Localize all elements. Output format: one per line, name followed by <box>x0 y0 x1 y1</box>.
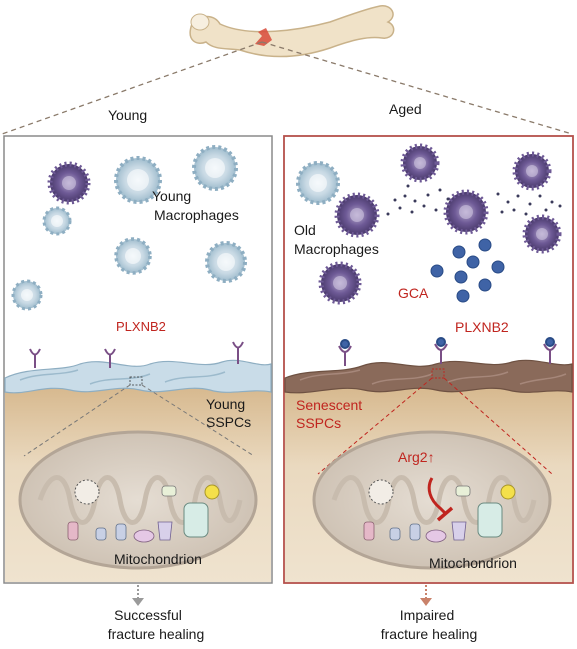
activated-macrophage-cell <box>47 161 91 205</box>
aged-sspc-layer <box>284 359 573 394</box>
old-macrophages-group <box>296 143 562 305</box>
gca-particles <box>430 238 505 303</box>
old-macrophage-cell <box>400 143 440 183</box>
young-sspc-label-line1: Young <box>206 396 246 412</box>
femur-bone-illustration <box>189 5 395 58</box>
aged-mitochondrion <box>312 430 552 570</box>
aged-outcome-arrow <box>420 585 432 606</box>
senescent-sspc-label-line2: SSPCs <box>296 415 342 431</box>
old-macrophages-label-line2: Macrophages <box>294 241 379 257</box>
inhibition-arrow <box>427 477 448 516</box>
aged-plxnb2-receptors <box>338 337 557 366</box>
old-macrophage-cell <box>318 261 362 305</box>
young-macrophage-cell <box>11 279 43 311</box>
young-outcome-line2: fracture healing <box>107 626 205 642</box>
old-macrophage-cell <box>512 151 552 191</box>
young-panel-title: Young <box>108 107 148 123</box>
gca-label: GCA <box>398 285 429 301</box>
aged-mitochondrion-label: Mitochondrion <box>429 555 517 571</box>
young-macrophages-label-line1: Young <box>152 188 192 204</box>
aged-outcome-line1: Impaired <box>399 607 455 623</box>
young-zoom-line-left <box>23 384 131 457</box>
young-mitochondrion-label: Mitochondrion <box>114 551 202 567</box>
plxnb2-receptor-icon <box>29 348 41 368</box>
plxnb2-receptor-bound-icon <box>543 337 557 364</box>
secreted-particles <box>386 184 562 216</box>
aged-zoom-line-right <box>443 377 553 475</box>
young-macrophage-cell <box>192 145 238 191</box>
aged-plxnb2-label: PLXNB2 <box>455 319 509 335</box>
young-outcome-line1: Successful <box>114 607 182 623</box>
young-sspc-layer <box>4 359 272 394</box>
young-macrophage-cell <box>114 156 162 204</box>
plxnb2-receptor-icon <box>232 341 244 364</box>
aged-zoom-line-left <box>317 377 433 475</box>
young-macrophage-cell <box>296 161 340 205</box>
young-macrophages-group <box>11 145 247 311</box>
plxnb2-receptor-icon <box>104 348 116 368</box>
zoom-line-left <box>1 41 263 135</box>
young-macrophage-cell <box>205 241 247 283</box>
young-macrophage-cell <box>114 237 152 275</box>
old-macrophage-cell <box>443 189 489 235</box>
arg2-label: Arg2↑ <box>398 449 435 465</box>
young-sspc-label-line2: SSPCs <box>206 414 252 430</box>
young-outcome-arrow <box>132 585 144 606</box>
plxnb2-receptor-bound-icon <box>338 339 352 366</box>
inhibition-bar <box>436 506 454 522</box>
young-plxnb2-label: PLXNB2 <box>116 319 166 334</box>
young-plxnb2-receptors <box>29 341 244 368</box>
young-macrophages-label-line2: Macrophages <box>154 207 239 223</box>
young-mitochondrion <box>18 430 258 570</box>
plxnb2-receptor-bound-icon <box>434 337 448 364</box>
young-macrophage-cell <box>42 206 72 236</box>
old-macrophages-label-line1: Old <box>294 222 316 238</box>
aged-outcome-line2: fracture healing <box>380 626 478 642</box>
old-macrophage-cell <box>334 192 380 238</box>
senescent-sspc-label-line1: Senescent <box>296 397 363 413</box>
aged-panel-title: Aged <box>389 101 422 117</box>
young-zoom-line-right <box>141 384 255 457</box>
zoom-line-right <box>261 41 573 135</box>
old-macrophage-cell <box>522 214 562 254</box>
